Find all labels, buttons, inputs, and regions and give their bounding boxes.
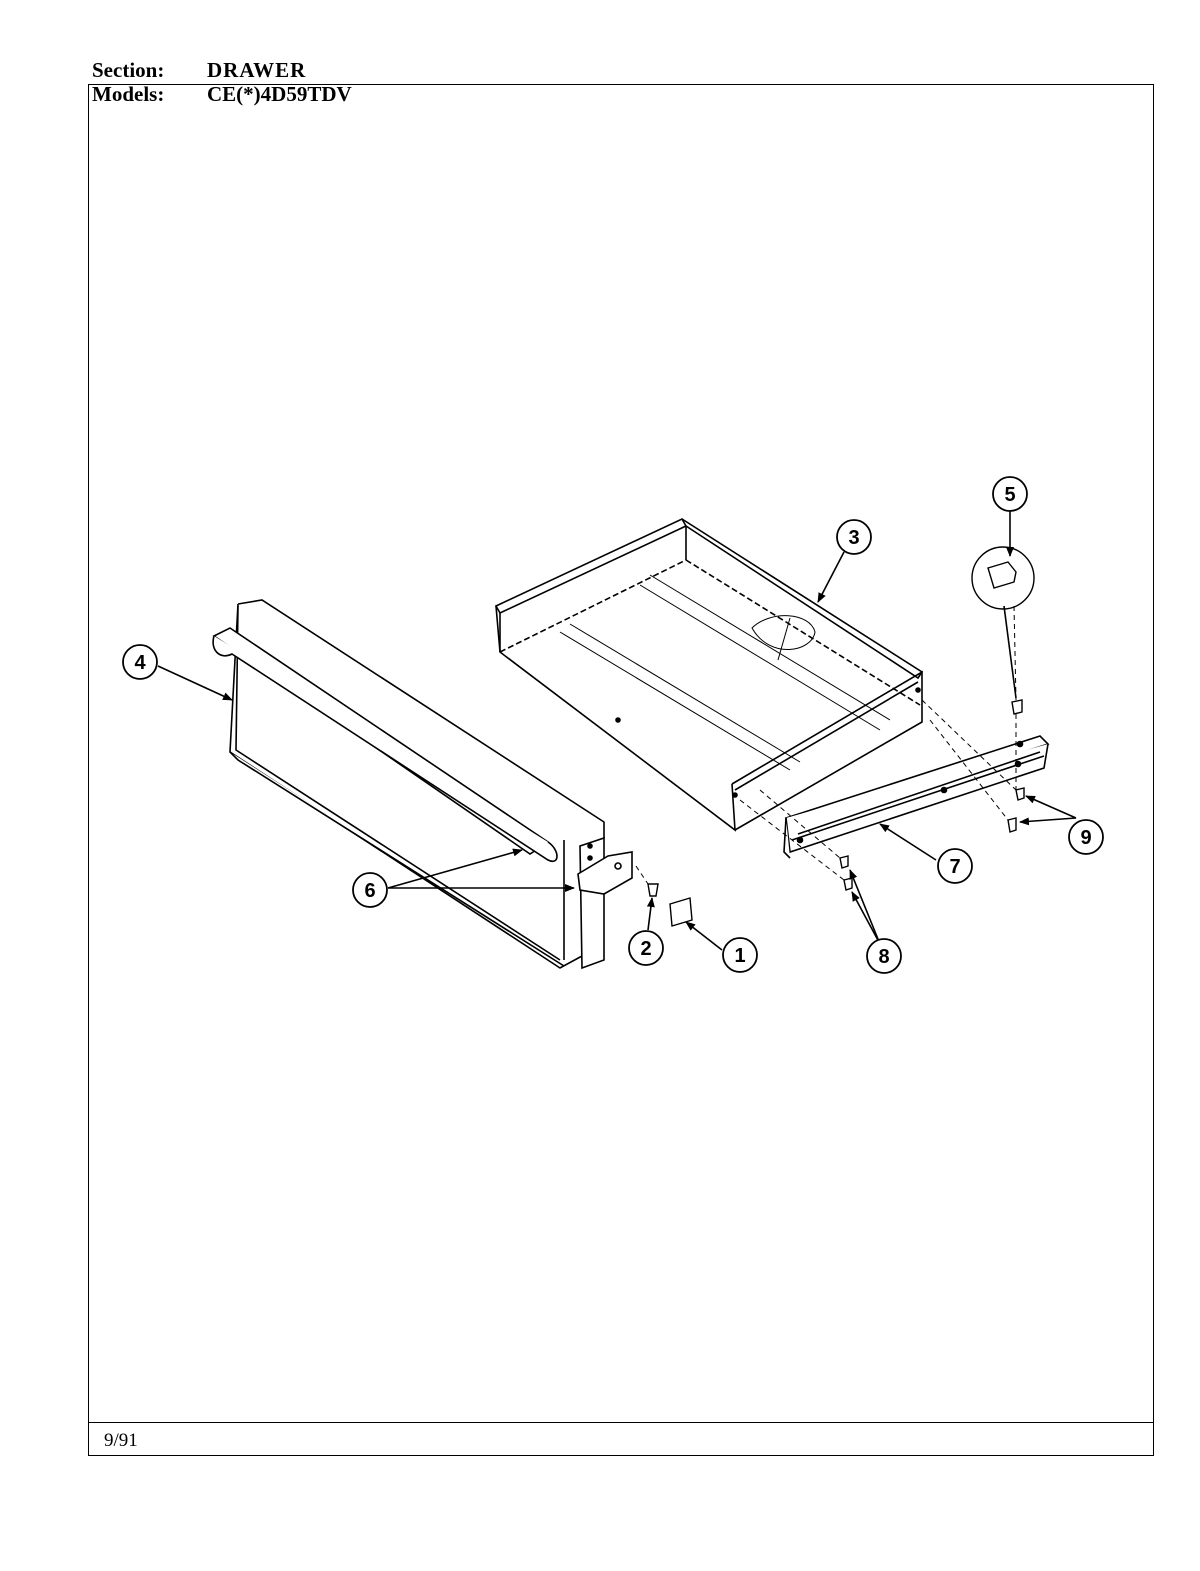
callout-2: 2	[628, 930, 664, 966]
leader-8b	[849, 869, 881, 945]
drawer-slide-rail	[783, 735, 1050, 859]
screw-8b	[839, 855, 849, 869]
svg-text:3: 3	[848, 527, 859, 549]
svg-text:7: 7	[949, 856, 960, 878]
leader-lines	[157, 510, 1077, 951]
clip-5-installed	[1011, 699, 1023, 715]
svg-text:5: 5	[1004, 484, 1015, 506]
leader-8a	[851, 891, 881, 945]
callout-9: 9	[1068, 819, 1104, 855]
leader-7	[879, 823, 937, 861]
leader-5-drop	[1003, 605, 1017, 699]
callout-3: 3	[836, 519, 872, 555]
footer-date: 9/91	[104, 1430, 138, 1451]
label-1	[669, 897, 693, 927]
section-value: DRAWER	[207, 58, 307, 82]
callout-4: 4	[122, 644, 158, 680]
leader-9b	[1019, 817, 1077, 826]
footer-divider	[88, 1422, 1154, 1423]
clip-5	[987, 561, 1017, 589]
leader-2	[646, 897, 655, 931]
svg-text:9: 9	[1080, 827, 1091, 849]
svg-text:8: 8	[878, 946, 889, 968]
svg-text:6: 6	[364, 880, 375, 902]
screw-2	[647, 883, 659, 897]
models-value: CE(*)4D59TDV	[207, 82, 352, 106]
leader-4	[157, 665, 233, 701]
svg-text:2: 2	[640, 938, 651, 960]
screw-9b	[1007, 817, 1017, 833]
drawer-front-panel	[212, 599, 633, 970]
diagram-frame	[88, 84, 1154, 1456]
callout-7: 7	[937, 848, 973, 884]
models-label: Models:	[92, 82, 165, 106]
screw-9a	[1015, 787, 1025, 801]
alignment-lines	[635, 605, 1017, 885]
section-label: Section:	[92, 58, 165, 82]
leader-1	[685, 921, 723, 951]
screw-8a	[843, 877, 853, 891]
callout-6: 6	[352, 872, 388, 908]
leader-9a	[1025, 795, 1077, 819]
callout-5: 5	[992, 476, 1028, 512]
svg-text:1: 1	[734, 945, 745, 967]
callout-8: 8	[866, 938, 902, 974]
drawer-body	[494, 517, 924, 832]
leader-6a	[387, 848, 523, 889]
hardware	[647, 546, 1035, 927]
svg-text:4: 4	[134, 652, 146, 674]
callout-1: 1	[722, 937, 758, 973]
leader-3	[817, 551, 845, 603]
